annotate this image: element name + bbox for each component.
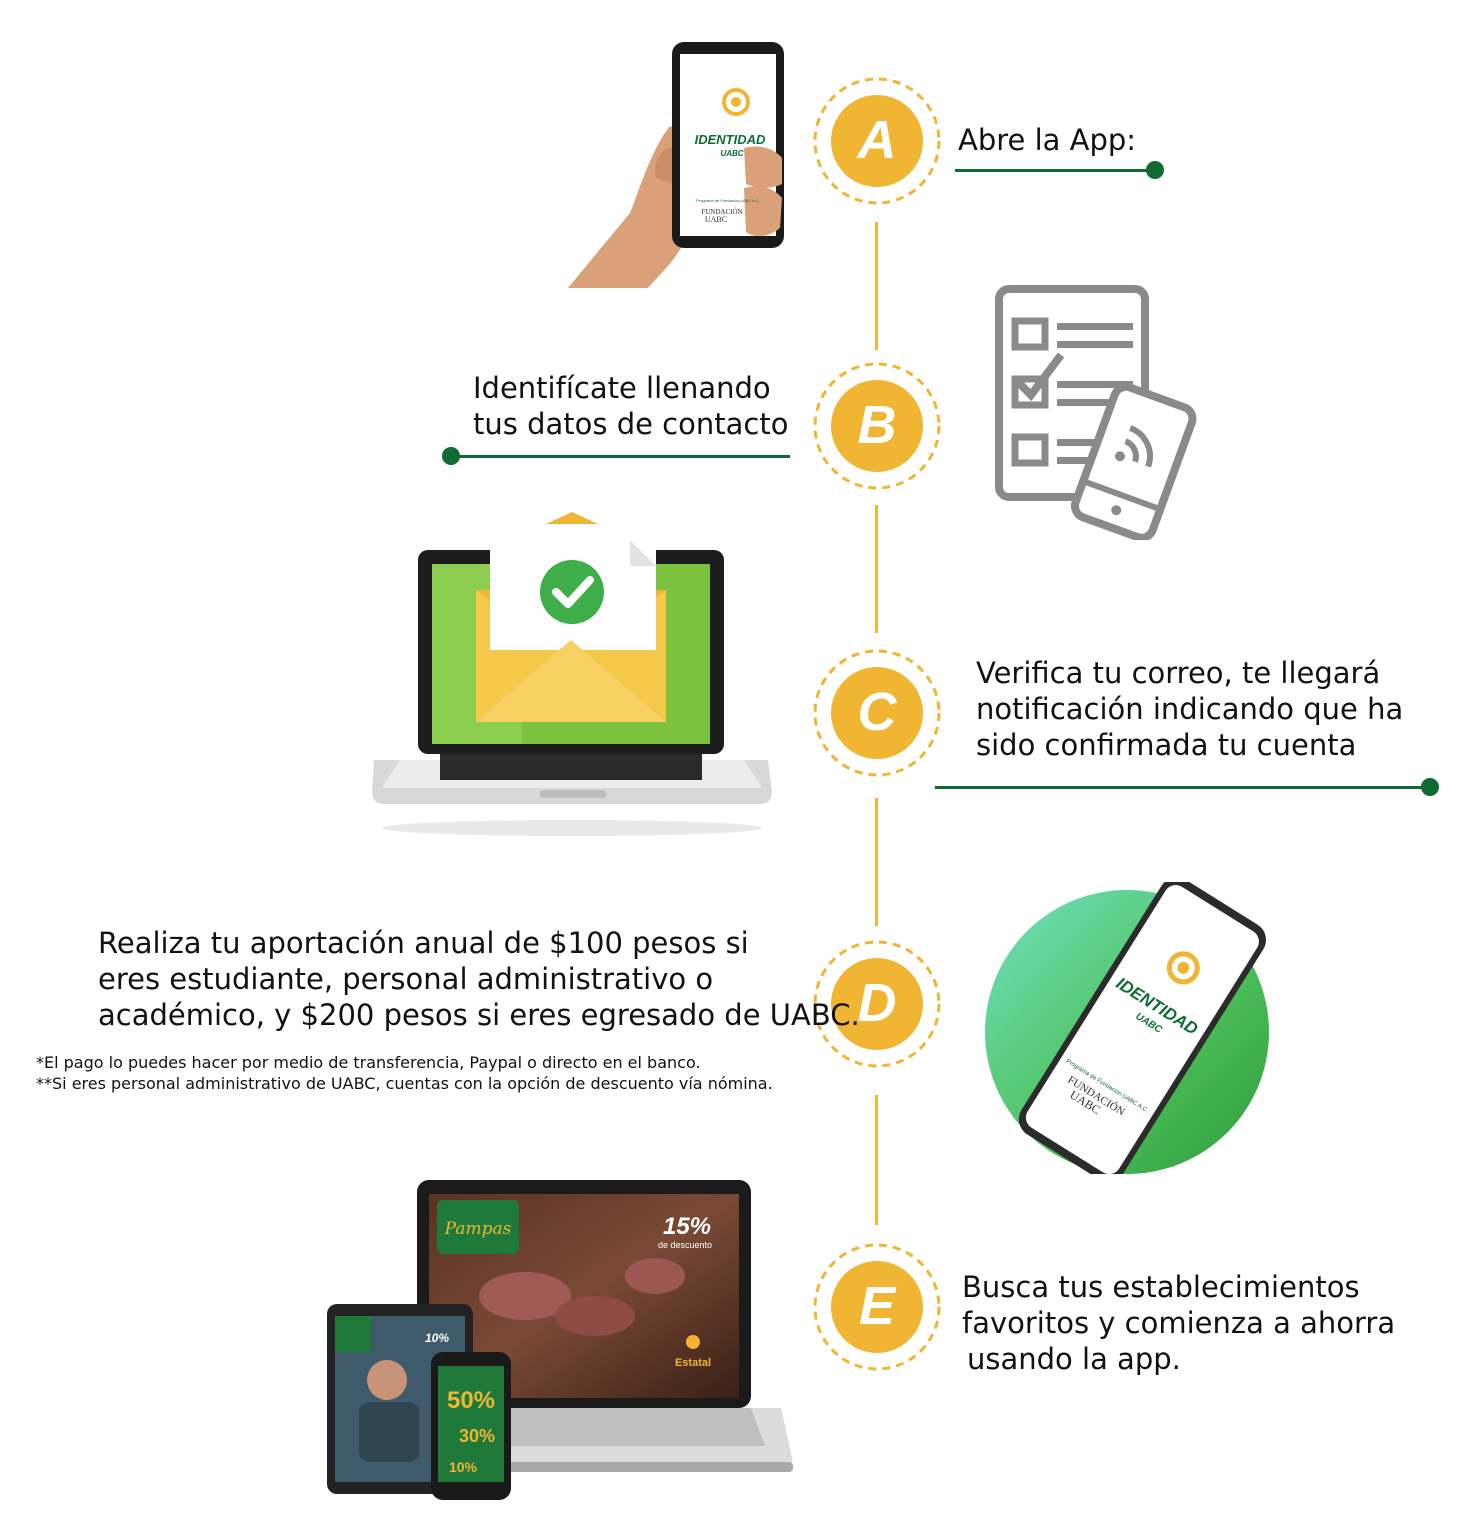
step-a-badge: A	[813, 77, 941, 205]
promo-location: Estatal	[675, 1357, 711, 1369]
step-c-letter: C	[858, 682, 898, 742]
step-c-line-2: notificación indicando que ha	[976, 692, 1404, 726]
step-d-letter: D	[858, 973, 897, 1033]
app-brand-sub: UABC	[720, 149, 743, 158]
app-brand-text: IDENTIDAD	[695, 132, 766, 147]
promo-restaurant-name: Pampas	[444, 1219, 512, 1239]
step-b-connector	[450, 455, 790, 458]
phone-green-circle-illustration: IDENTIDAD UABC Programa de Fundación UAB…	[985, 882, 1269, 1174]
step-c-line-3: sido confirmada tu cuenta	[976, 728, 1357, 762]
step-d-badge: D	[813, 940, 941, 1068]
phone-discount-1: 50%	[447, 1387, 495, 1414]
checklist-phone-icon	[995, 285, 1197, 540]
step-b-line-1: Identifícate llenando	[473, 371, 771, 405]
step-b-letter: B	[858, 395, 897, 455]
step-e-letter: E	[859, 1276, 897, 1336]
step-e-text: Busca tus establecimientos favoritos y c…	[962, 1269, 1395, 1377]
step-e-line-1: Busca tus establecimientos	[962, 1270, 1360, 1304]
step-e-line-2: favoritos y comienza a ahorra	[962, 1306, 1396, 1340]
timeline-segment-de	[875, 1095, 878, 1225]
app-foundation-1: FUNDACIÓN	[701, 208, 742, 216]
step-d-line-3: académico, y $200 pesos si eres egresado…	[98, 998, 860, 1032]
app-program-text: Programa de Fundación UABC A.C.	[696, 198, 760, 203]
step-c-connector	[935, 786, 1430, 789]
tablet-discount: 10%	[425, 1331, 449, 1345]
step-a-connector-dot	[1146, 161, 1164, 179]
step-a-connector	[955, 169, 1155, 172]
devices-promo-illustration: Pampas 15% de descuento Estatal 10% 50% …	[327, 1180, 793, 1500]
step-d-text: Realiza tu aportación anual de $100 peso…	[98, 925, 860, 1033]
laptop-email-illustration	[372, 512, 772, 836]
hand-phone-illustration: IDENTIDAD UABC Programa de Fundación UAB…	[568, 42, 784, 288]
step-b-badge: B	[813, 362, 941, 490]
phone-discount-3: 10%	[449, 1459, 478, 1475]
timeline-segment-bc	[875, 505, 878, 633]
app-foundation-2: UABC	[705, 215, 727, 224]
promo-discount-label: de descuento	[658, 1240, 712, 1250]
step-c-badge: C	[813, 649, 941, 777]
step-b-line-2: tus datos de contacto	[473, 407, 789, 441]
step-d-line-1: Realiza tu aportación anual de $100 peso…	[98, 926, 749, 960]
timeline-segment-ab	[875, 222, 878, 350]
timeline-segment-cd	[875, 798, 878, 926]
payment-notes: *El pago lo puedes hacer por medio de tr…	[36, 1052, 773, 1094]
step-c-line-1: Verifica tu correo, te llegará	[976, 656, 1381, 690]
step-a-letter: A	[856, 110, 897, 170]
promo-discount: 15%	[663, 1213, 711, 1240]
step-c-text: Verifica tu correo, te llegará notificac…	[976, 655, 1403, 763]
step-e-badge: E	[813, 1243, 941, 1371]
note-payment: *El pago lo puedes hacer por medio de tr…	[36, 1053, 701, 1072]
note-payroll: **Si eres personal administrativo de UAB…	[36, 1074, 773, 1093]
step-b-connector-dot	[442, 447, 460, 465]
step-a-text: Abre la App:	[958, 123, 1137, 157]
phone-discount-2: 30%	[459, 1426, 495, 1446]
step-e-line-3: usando la app.	[967, 1342, 1181, 1376]
step-c-connector-dot	[1421, 778, 1439, 796]
step-d-line-2: eres estudiante, personal administrativo…	[98, 962, 714, 996]
step-b-text: Identifícate llenando tus datos de conta…	[473, 370, 788, 442]
